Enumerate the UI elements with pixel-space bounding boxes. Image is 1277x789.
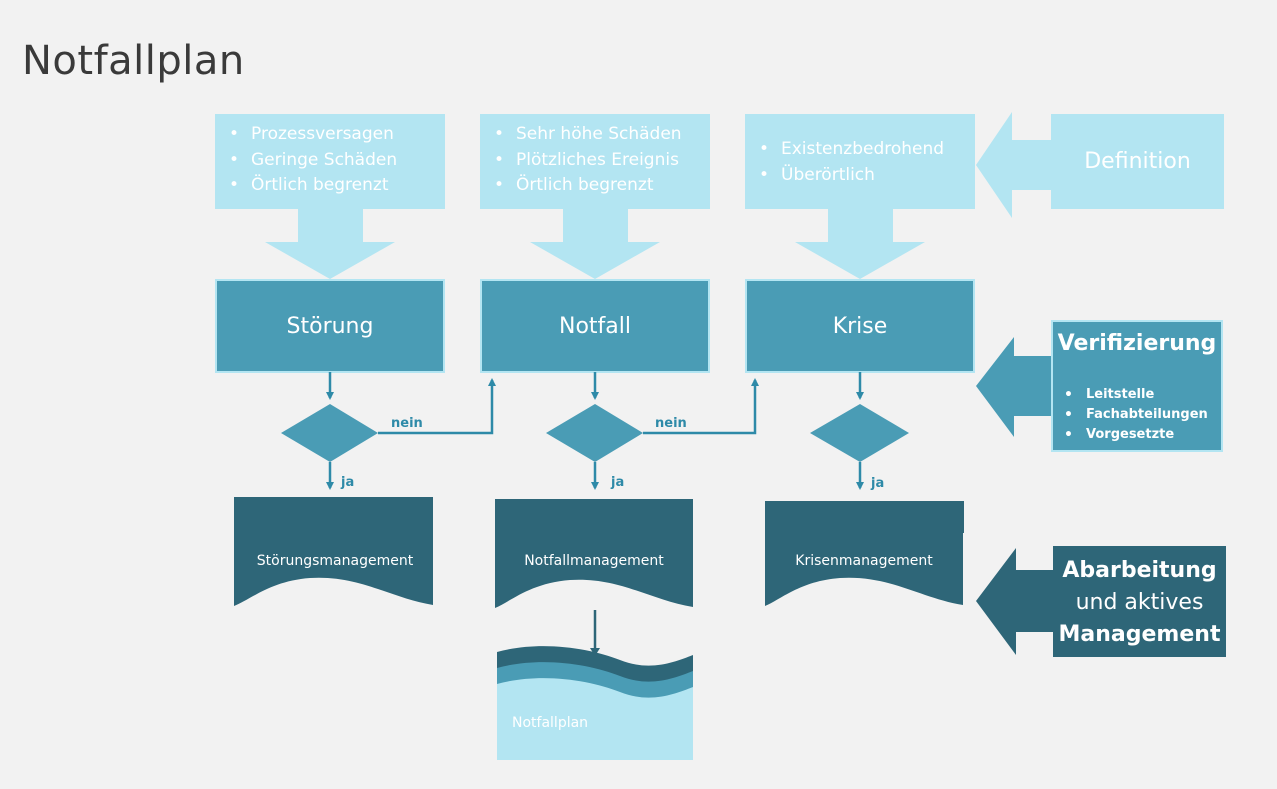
processing-side-title: Abarbeitung und aktives Management — [1053, 555, 1226, 651]
processing-side-box — [1053, 546, 1226, 657]
management-label-notfall: Notfallmanagement — [524, 553, 664, 569]
verification-list: Leitstelle Fachabteilungen Vorgesetzte — [1054, 385, 1208, 445]
definition-item: Überörtlich — [747, 163, 944, 189]
side-panel-processing — [976, 546, 1226, 657]
plan-layer-light — [497, 678, 693, 760]
decision-stoerung[interactable] — [281, 404, 378, 462]
yes-label-krise: ja — [870, 476, 884, 491]
verification-side-title: Verifizierung — [1057, 331, 1217, 356]
definition-arrow-stoerung — [265, 209, 395, 279]
processing-line-1: Abarbeitung — [1062, 558, 1217, 583]
definition-list-notfall: Sehr höhe Schäden Plötzliches Ereignis Ö… — [482, 122, 682, 199]
definition-side-arrow — [976, 112, 1052, 218]
definition-arrow-krise — [795, 209, 925, 279]
definition-list-krise: Existenzbedrohend Überörtlich — [747, 137, 944, 188]
no-label-notfall: nein — [655, 416, 687, 431]
plan-label: Notfallplan — [512, 715, 588, 731]
definition-arrow-notfall — [530, 209, 660, 279]
definition-item: Örtlich begrenzt — [482, 173, 682, 199]
definition-side-box — [1051, 114, 1224, 209]
verification-item: Vorgesetzte — [1054, 425, 1208, 445]
plan-document[interactable]: Notfallplan — [497, 646, 693, 760]
decision-notfall[interactable] — [546, 404, 643, 462]
state-box-notfall[interactable] — [480, 279, 710, 373]
state-box-krise[interactable] — [745, 279, 975, 373]
state-box-stoerung[interactable] — [215, 279, 445, 373]
verification-side-arrow — [976, 337, 1054, 437]
page-title: Notfallplan — [22, 38, 245, 84]
processing-side-arrow — [976, 548, 1056, 655]
processing-line-2: und aktives — [1075, 590, 1204, 615]
definition-item: Sehr höhe Schäden — [482, 122, 682, 148]
decision-krise[interactable] — [810, 404, 909, 462]
no-label-stoerung: nein — [391, 416, 423, 431]
definition-item: Existenzbedrohend — [747, 137, 944, 163]
state-label-notfall: Notfall — [559, 314, 631, 339]
yes-label-notfall: ja — [610, 475, 624, 490]
management-doc-krise[interactable] — [765, 501, 964, 606]
connector-no-stoerung-to-notfall — [378, 378, 496, 435]
side-panel-definition — [976, 112, 1224, 218]
definition-item: Geringe Schäden — [217, 148, 397, 174]
verification-item: Fachabteilungen — [1054, 405, 1208, 425]
yes-label-stoerung: ja — [340, 475, 354, 490]
management-label-stoerung: Störungsmanagement — [257, 553, 414, 569]
state-label-stoerung: Störung — [287, 314, 374, 339]
management-label-krise: Krisenmanagement — [795, 553, 933, 569]
definition-list-stoerung: Prozessversagen Geringe Schäden Örtlich … — [217, 122, 397, 199]
definition-item: Prozessversagen — [217, 122, 397, 148]
management-doc-stoerung[interactable] — [234, 497, 433, 606]
state-label-krise: Krise — [833, 314, 888, 339]
definition-item: Örtlich begrenzt — [217, 173, 397, 199]
processing-line-3: Management — [1058, 622, 1221, 647]
connector-no-notfall-to-krise — [643, 378, 759, 435]
verification-item: Leitstelle — [1054, 385, 1208, 405]
column-notfall: Notfall ja Notfallmanagement Notfallplan — [480, 114, 710, 760]
definition-item: Plötzliches Ereignis — [482, 148, 682, 174]
arrowhead-plan — [590, 648, 600, 656]
management-doc-notfall[interactable] — [495, 499, 693, 608]
definition-side-title: Definition — [1084, 149, 1191, 174]
